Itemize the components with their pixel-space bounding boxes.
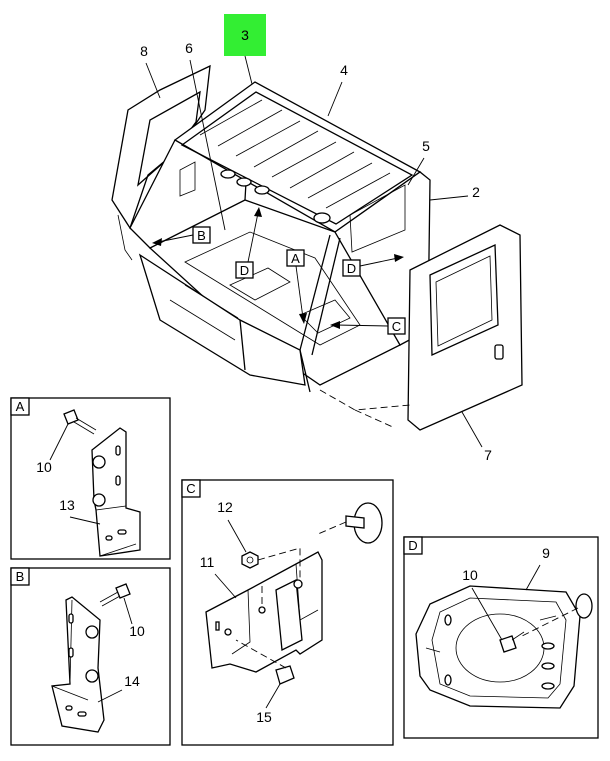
detail-b-callout-10: 10 xyxy=(129,623,145,639)
callout-8: 8 xyxy=(140,43,148,59)
svg-text:A: A xyxy=(291,251,300,266)
callout-4: 4 xyxy=(340,62,348,78)
detail-c-callout-12: 12 xyxy=(217,499,233,515)
detail-a-panel: A 10 13 xyxy=(10,397,171,560)
detail-c-callout-15: 15 xyxy=(256,709,272,725)
view-ref-a: A xyxy=(286,249,307,324)
callout-3-highlight xyxy=(224,14,266,56)
cab-assembly xyxy=(111,64,523,431)
detail-b-callout-14: 14 xyxy=(124,673,140,689)
view-ref-d-left: D xyxy=(235,207,262,279)
detail-c-panel: C 12 11 15 xyxy=(181,479,394,746)
view-ref-c: C xyxy=(330,317,406,335)
detail-a-callout-13: 13 xyxy=(59,497,75,513)
detail-c-label: C xyxy=(186,481,195,496)
detail-c-callout-11: 11 xyxy=(200,554,215,570)
detail-b-panel: B 10 14 xyxy=(10,567,171,746)
detail-d-panel: D 10 9 xyxy=(403,536,599,739)
callout-6: 6 xyxy=(185,40,193,56)
callout-7: 7 xyxy=(484,447,492,463)
view-ref-b: B xyxy=(152,226,211,246)
callout-2: 2 xyxy=(472,184,480,200)
svg-text:D: D xyxy=(347,261,356,276)
callout-5: 5 xyxy=(422,138,430,154)
callout-3: 3 xyxy=(241,27,249,43)
detail-b-label: B xyxy=(16,569,25,584)
view-ref-d-right: D xyxy=(342,254,404,277)
detail-d-label: D xyxy=(408,538,417,553)
detail-d-callout-9: 9 xyxy=(542,545,550,561)
detail-a-callout-10: 10 xyxy=(36,459,52,475)
detail-a-label: A xyxy=(16,399,25,414)
svg-text:B: B xyxy=(197,228,206,243)
detail-d-callout-10: 10 xyxy=(462,567,478,583)
svg-text:D: D xyxy=(240,263,249,278)
svg-text:C: C xyxy=(392,319,401,334)
